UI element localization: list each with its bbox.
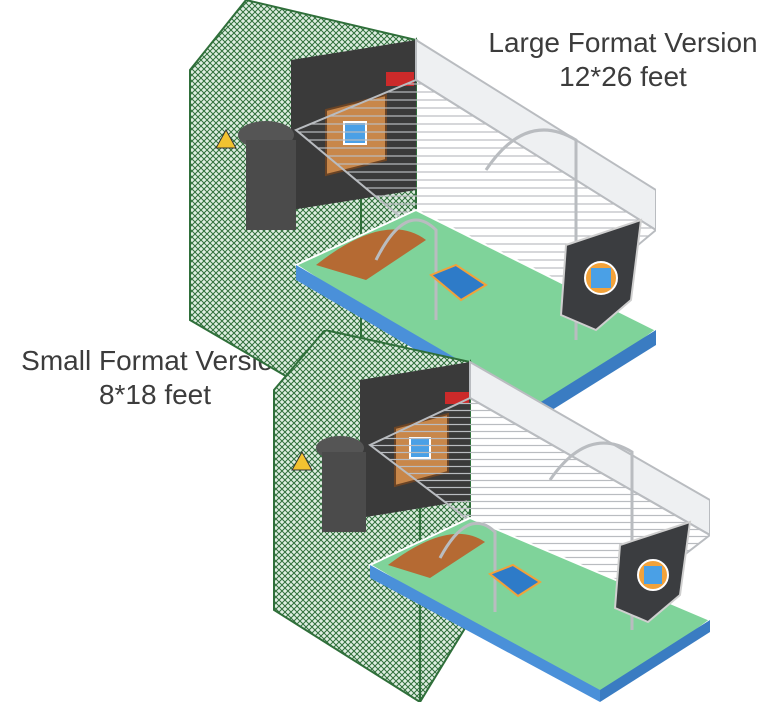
warning-sign-icon [291,450,313,471]
small-format-size: 8*18 feet [98,379,212,410]
cage-top [469,360,710,537]
large-cabinet-illustration [186,0,656,420]
warning-sign-icon [215,128,237,149]
cage-arch [548,441,634,630]
small-cabinet-illustration [270,330,710,702]
large-format-title: Large Format Version [488,27,758,58]
cage-arch [484,128,578,340]
court-logo [429,263,488,302]
large-format-size: 12*26 feet [559,61,687,92]
scoreboard [386,72,414,86]
small-format-caption: Small Format Version 8*18 feet [0,344,310,412]
court-logo [488,563,542,598]
large-format-caption: Large Format Version 12*26 feet [470,26,776,94]
